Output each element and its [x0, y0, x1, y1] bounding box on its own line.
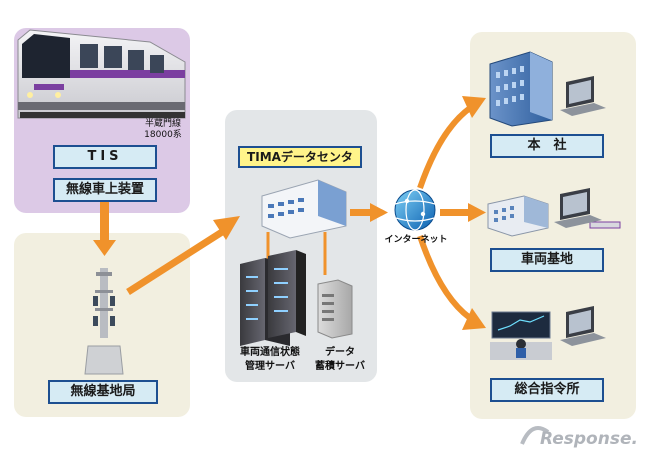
laptop-icon	[560, 76, 606, 116]
tis-box: TIS	[53, 145, 157, 169]
datacenter-building-illustration	[261, 179, 347, 239]
arrow-internet-to-control-center	[417, 235, 486, 330]
arrow-station-to-datacenter	[126, 216, 240, 295]
laptop-icon	[554, 188, 602, 228]
storage-server-illustration	[317, 279, 353, 339]
headquarters-box: 本 社	[490, 134, 604, 158]
train-line-name: 半蔵門線	[144, 119, 181, 129]
onboard-radio-box: 無線車上装置	[53, 178, 157, 202]
management-server-illustration	[240, 250, 306, 346]
arrow-datacenter-to-internet	[350, 203, 388, 222]
base-station-box: 無線基地局	[48, 380, 158, 404]
depot-building-illustration	[487, 195, 621, 237]
depot-box: 車両基地	[490, 248, 604, 272]
arrow-internet-to-headquarters	[417, 96, 486, 189]
train-illustration	[17, 29, 186, 119]
arrow-internet-to-depot	[440, 203, 486, 222]
storage-server-caption: データ 蓄積サーバ	[315, 347, 365, 372]
radio-tower-illustration	[84, 268, 124, 375]
control-center-illustration	[490, 311, 552, 360]
response-logo-mark	[520, 426, 550, 445]
control-center-box: 総合指令所	[490, 378, 604, 402]
datacenter-title-box: TIMAデータセンタ	[238, 146, 362, 168]
internet-label: インターネット	[384, 235, 448, 245]
train-series: 18000系	[144, 130, 182, 140]
headquarters-building-illustration	[489, 51, 553, 127]
arrow-train-to-station	[93, 201, 116, 256]
laptop-icon	[560, 306, 606, 346]
response-watermark: Response.	[540, 429, 638, 449]
internet-globe-icon	[394, 189, 436, 231]
management-server-caption: 車両通信状態 管理サーバ	[240, 347, 300, 372]
